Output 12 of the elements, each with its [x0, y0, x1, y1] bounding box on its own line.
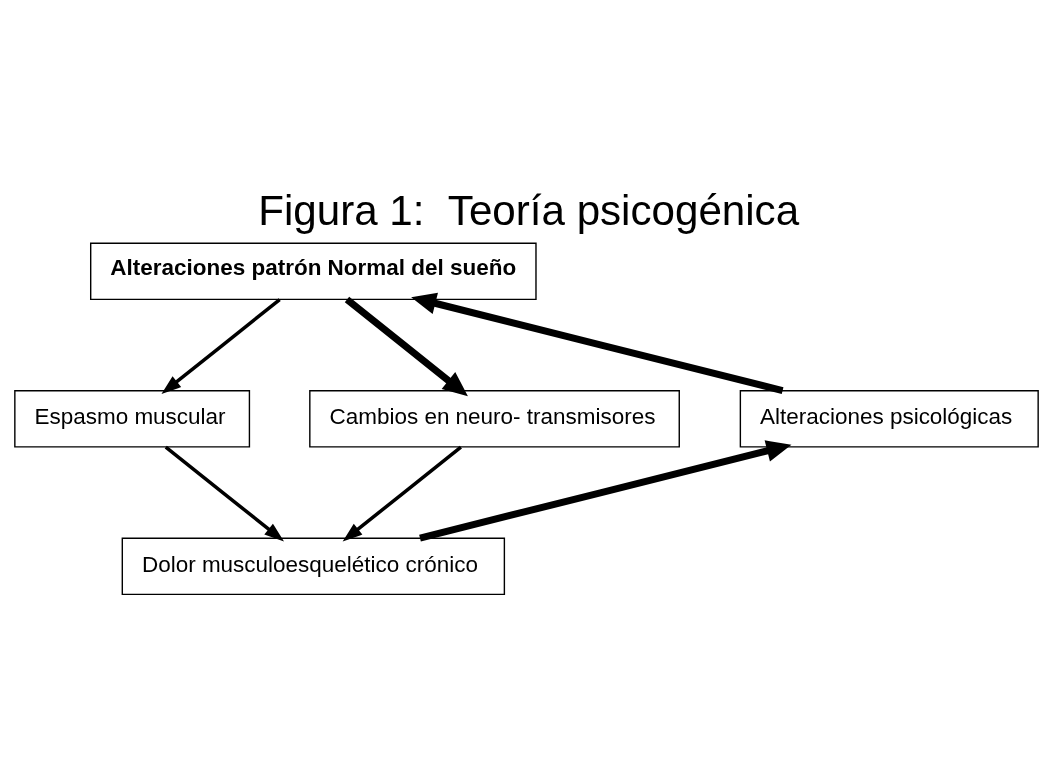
- node-box: Dolor musculoesquelético crónico: [121, 537, 506, 596]
- node-box: Alteraciones psicológicas: [739, 390, 1039, 448]
- node-box: Espasmo muscular: [14, 390, 251, 448]
- node-box: Cambios en neuro- transmisores: [309, 390, 680, 448]
- arrow: [161, 298, 281, 394]
- arrow: [342, 445, 462, 542]
- arrow: [411, 292, 784, 394]
- node-box: Alteraciones patrón Normal del sueño: [90, 242, 537, 301]
- arrow: [419, 440, 792, 542]
- arrow: [344, 296, 468, 397]
- arrow: [164, 445, 285, 542]
- diagram-title: Figura 1: Teoría psicogénica: [258, 186, 800, 234]
